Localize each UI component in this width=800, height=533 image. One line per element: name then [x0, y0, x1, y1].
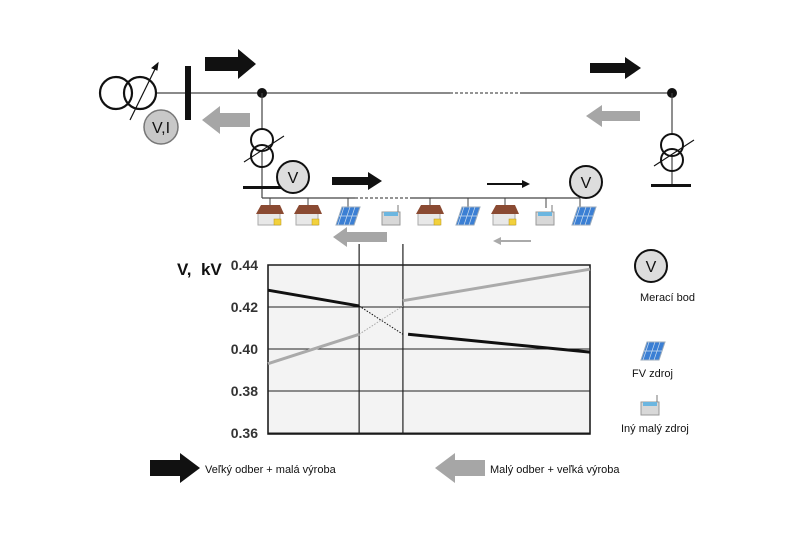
house-icon [255, 204, 285, 226]
series-line-segment [267, 332, 360, 366]
black-arrow-icon [205, 49, 256, 79]
v-meter-icon: V [276, 160, 310, 194]
black-arrow-icon [332, 172, 382, 190]
grey-arrow-icon [202, 106, 250, 134]
series-line-segment [358, 305, 404, 335]
y-tick-label: 0.40 [231, 341, 258, 357]
y-tick-label: 0.36 [231, 425, 258, 441]
pv-panel-icon [455, 206, 481, 226]
house-icon [490, 204, 520, 226]
distribution-transformer-icon [243, 128, 285, 168]
legend-pv: FV zdroj [632, 341, 673, 380]
series-line-segment [358, 305, 404, 335]
house-icon [415, 204, 445, 226]
series-line-segment [267, 288, 360, 308]
small-source-icon [535, 204, 555, 226]
pv-label: FV zdroj [632, 368, 673, 380]
pv-panel-icon [640, 341, 666, 361]
vi-meter-icon: V,I [143, 109, 179, 145]
small-grey-arrow-icon [493, 237, 531, 245]
other-source-label: Iný malý zdroj [621, 423, 689, 435]
grey-arrow-icon [586, 105, 640, 127]
black-arrow-icon [590, 57, 641, 79]
meter-icon [634, 249, 668, 283]
v-meter-label: V [581, 175, 592, 192]
small-source-icon [640, 394, 660, 416]
voltage-chart: 0.44 0.42 0.40 0.38 0.36 V, kV [177, 244, 591, 441]
y-tick-label: 0.42 [231, 299, 258, 315]
lv-busbar [651, 184, 691, 187]
light-load-label: Malý odber + veľká výroba [490, 464, 620, 476]
series-line-segment [407, 332, 591, 354]
y-axis-label: V, kV [177, 260, 222, 279]
busbar [185, 66, 191, 120]
legend-other-source: Iný malý zdroj [621, 394, 689, 435]
loads [255, 198, 597, 226]
legend-meter: V Merací bod [634, 249, 695, 304]
heavy-load-label: Veľký odber + malá výroba [205, 464, 337, 476]
lv-busbar [243, 186, 281, 189]
v-meter-label: V [288, 170, 299, 187]
distribution-transformer-icon [653, 133, 695, 172]
small-source-icon [381, 204, 401, 226]
grey-arrow-icon [333, 227, 387, 247]
series-line-segment [402, 267, 591, 303]
small-black-arrow-icon [487, 180, 530, 188]
meter-label: Merací bod [640, 292, 695, 304]
black-arrow-icon [150, 453, 200, 483]
y-tick-label: 0.44 [231, 257, 258, 273]
vi-meter-label: V,I [152, 120, 170, 137]
pv-panel-icon [335, 206, 361, 226]
pv-panel-icon [571, 206, 597, 226]
meter-symbol: V [646, 259, 657, 276]
grey-arrow-icon [435, 453, 485, 483]
v-meter-icon: V [569, 165, 603, 199]
y-tick-label: 0.38 [231, 383, 258, 399]
hv-transformer-icon [98, 61, 159, 121]
house-icon [293, 204, 323, 226]
lv-line [262, 197, 581, 200]
